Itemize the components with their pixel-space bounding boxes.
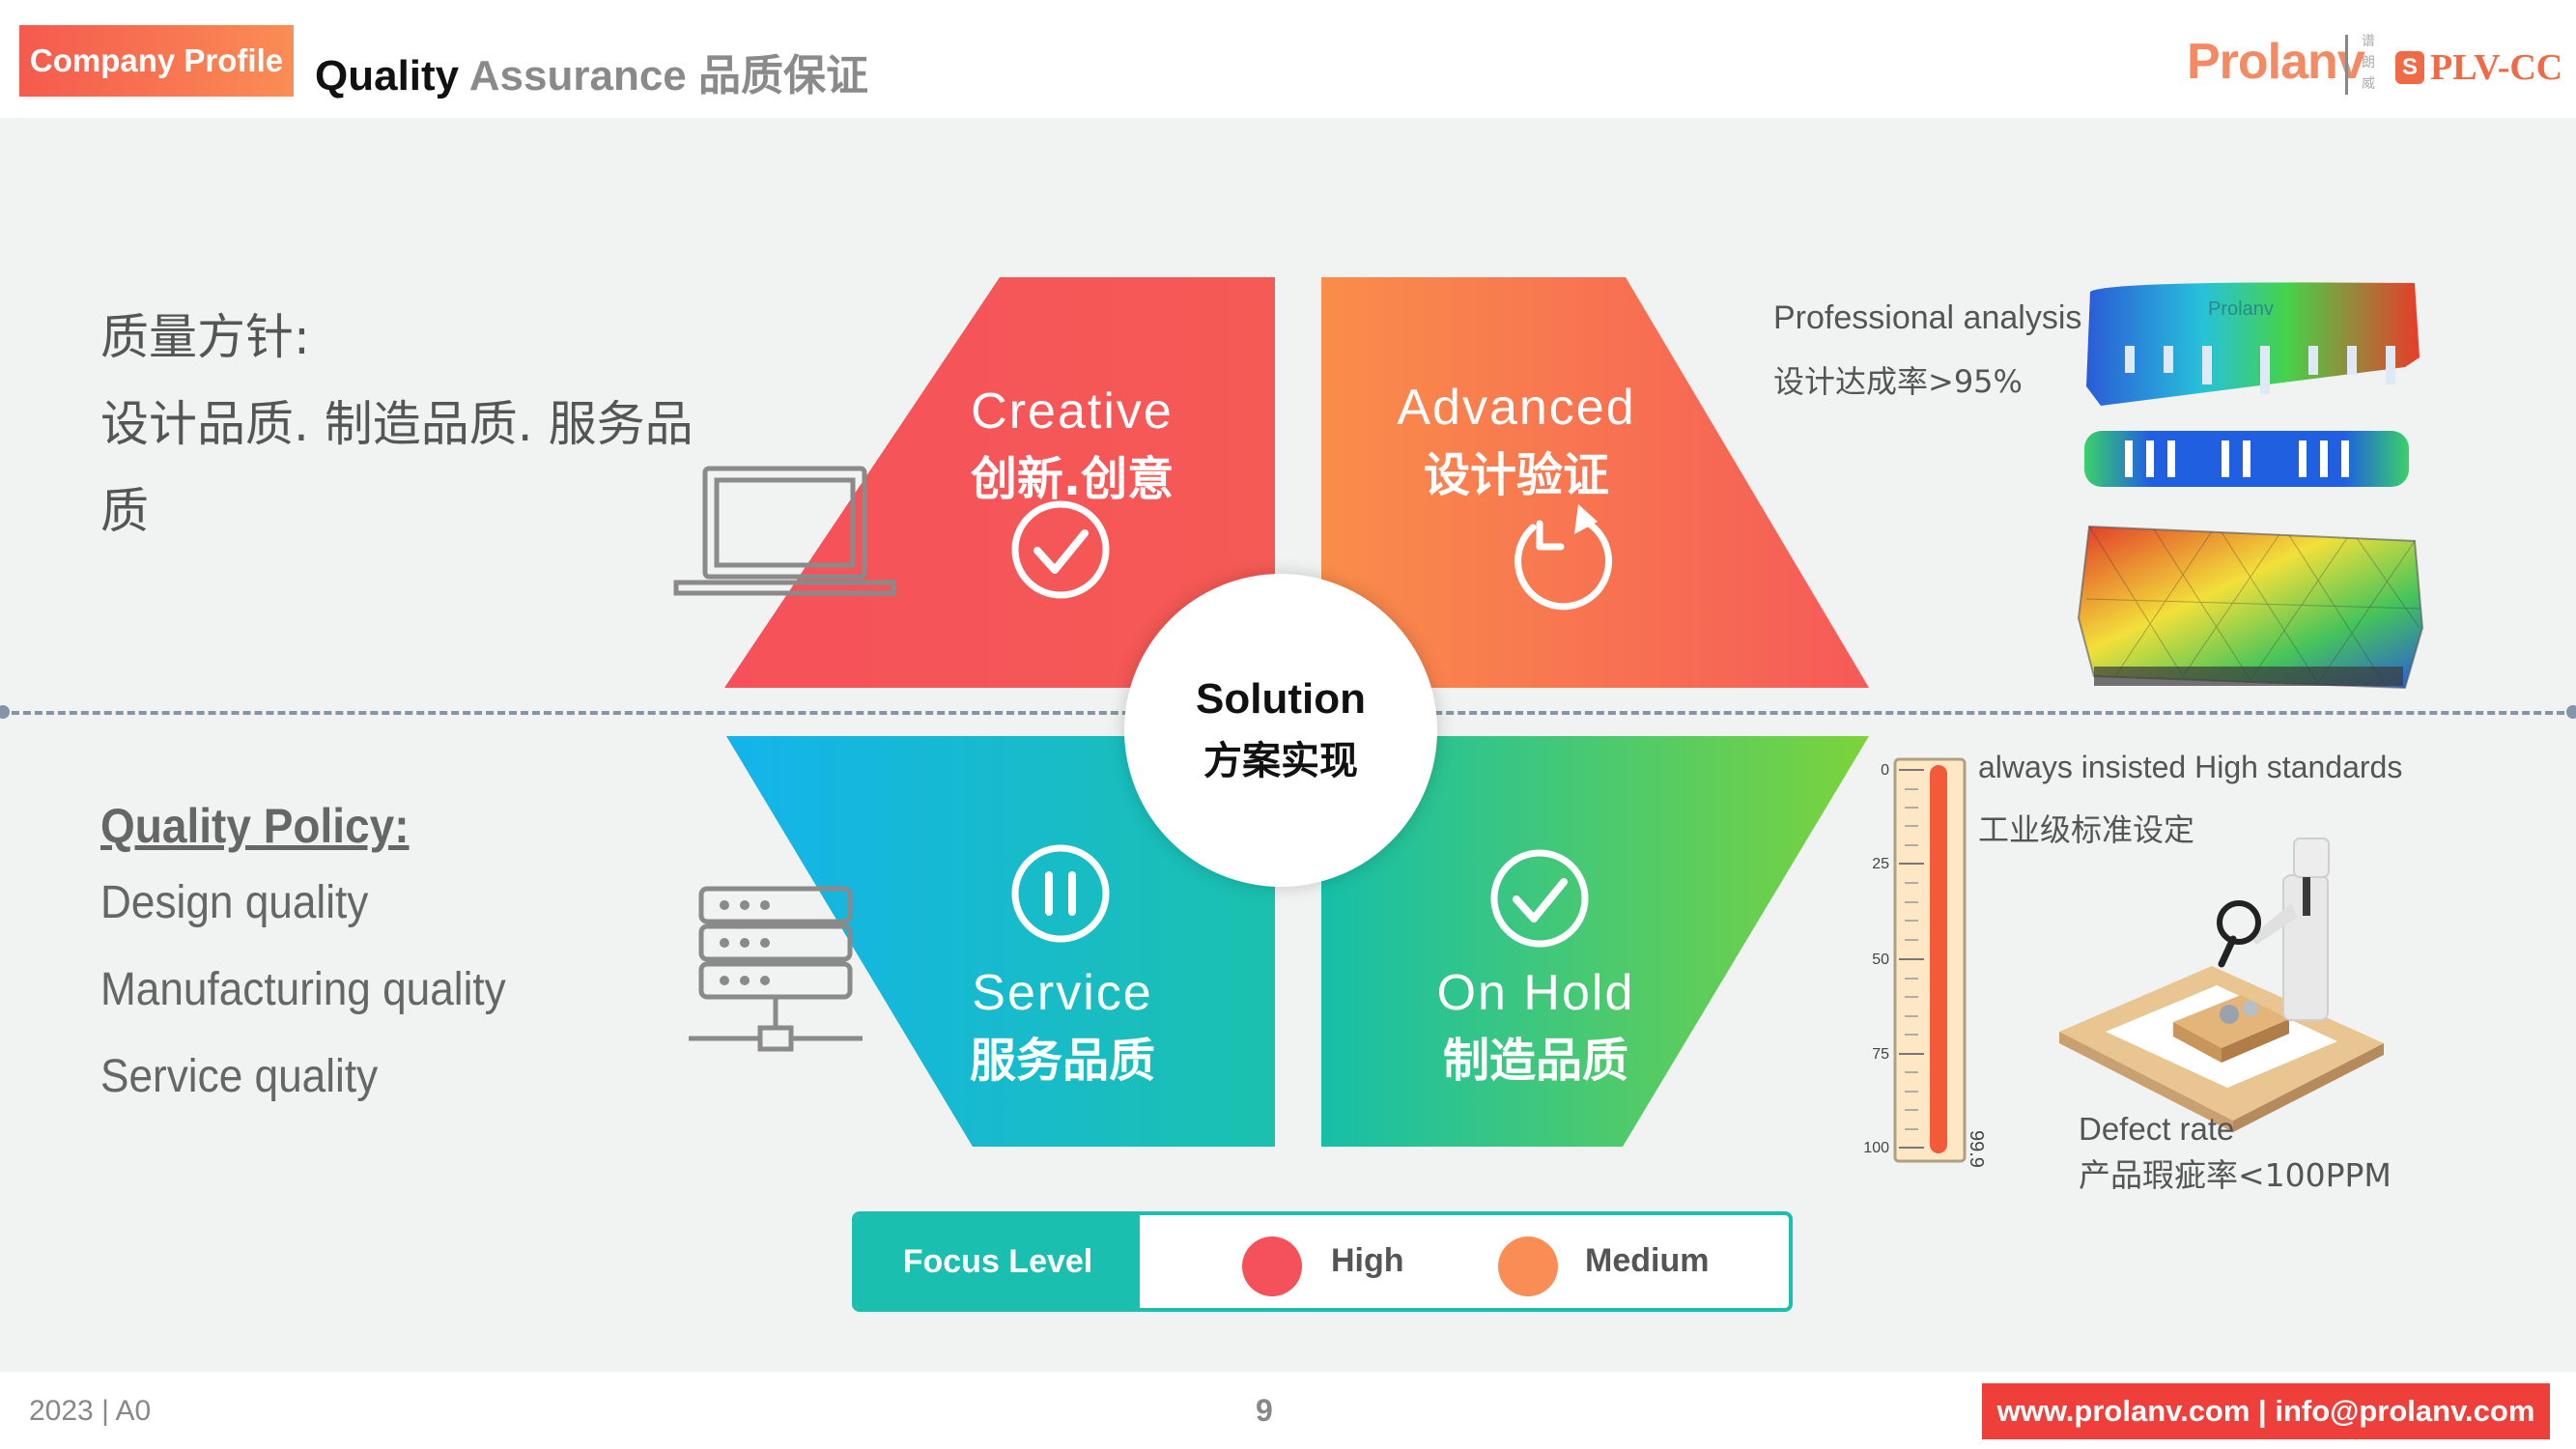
gauge-value: 99.9 bbox=[1966, 1130, 1987, 1168]
solution-label-cn: 方案实现 bbox=[1203, 739, 1358, 783]
policy-item-manufacturing: Manufacturing quality bbox=[100, 964, 506, 1015]
en-policy-heading: Quality Policy: bbox=[100, 799, 410, 853]
creative-label-cn: 创新.创意 bbox=[970, 452, 1175, 506]
cn-quality-policy: 质量方针: 设计品质. 制造品质. 服务品质 bbox=[100, 294, 719, 554]
solution-label-en: Solution bbox=[1196, 675, 1366, 723]
gauge-tick-50: 50 bbox=[1872, 952, 1889, 968]
check-circle-icon bbox=[1490, 849, 1589, 948]
cn-policy-heading: 质量方针: bbox=[100, 309, 310, 365]
creative-label: Creative 创新.创意 bbox=[922, 383, 1222, 508]
check-circle-icon bbox=[1011, 500, 1110, 599]
focus-level-legend: Focus Level High Medium bbox=[852, 1211, 1793, 1312]
pause-circle-icon bbox=[1011, 844, 1110, 943]
fea-render-bottom bbox=[2077, 525, 2424, 690]
standards-title: always insisted High standards bbox=[1978, 750, 2403, 784]
fea-render-middle bbox=[2084, 431, 2409, 487]
clock-refresh-icon bbox=[1514, 504, 1613, 611]
on-hold-label-en: On Hold bbox=[1436, 965, 1635, 1021]
cn-policy-text: 设计品质. 制造品质. 服务品质 bbox=[100, 396, 694, 539]
defect-rate-title: Defect rate bbox=[2079, 1111, 2235, 1147]
advanced-label-cn: 设计验证 bbox=[1423, 448, 1609, 502]
footer-bar: 2023 | A0 9 www.prolanv.com | info@prola… bbox=[0, 1372, 2576, 1449]
on-hold-label-cn: 制造品质 bbox=[1442, 1034, 1628, 1088]
title-assurance: Assurance bbox=[468, 52, 687, 99]
solution-circle: Solution 方案实现 bbox=[1124, 574, 1437, 887]
render-watermark: Prolanv bbox=[2208, 298, 2274, 320]
on-hold-label: On Hold 制造品质 bbox=[1381, 964, 1690, 1090]
quadrant-creative bbox=[724, 277, 1275, 688]
quality-inspection-illustration bbox=[2059, 838, 2384, 1132]
legend-swatch-high bbox=[1242, 1236, 1302, 1296]
logo-separator bbox=[2345, 35, 2348, 95]
divider-dot-right bbox=[2566, 705, 2576, 719]
laptop-icon bbox=[673, 466, 896, 596]
fea-render-top: Prolanv bbox=[2086, 282, 2420, 406]
server-icon bbox=[689, 886, 863, 1052]
policy-item-service: Service quality bbox=[100, 1051, 379, 1102]
quadrant-advanced bbox=[1321, 277, 1869, 688]
page-title: Quality Assurance 品质保证 bbox=[315, 41, 868, 102]
gauge-tick-25: 25 bbox=[1872, 856, 1889, 872]
plv-logo-mark-icon: S bbox=[2395, 51, 2424, 84]
legend-label-medium: Medium bbox=[1585, 1242, 1710, 1279]
legend-label-high: High bbox=[1331, 1242, 1404, 1279]
gauge-tick-75: 75 bbox=[1872, 1046, 1889, 1063]
company-profile-badge: Company Profile bbox=[19, 25, 294, 97]
title-quality: Quality bbox=[315, 52, 460, 99]
quadrant-on-hold bbox=[1321, 736, 1869, 1147]
standards-cn: 工业级标准设定 bbox=[1978, 811, 2195, 848]
legend-swatch-medium bbox=[1498, 1236, 1558, 1296]
gauge-tick-100: 100 bbox=[1863, 1140, 1889, 1156]
thermometer-gauge: 0 25 50 75 100 99.9 bbox=[1863, 757, 1987, 1168]
prolanv-logo: Prolanv bbox=[2187, 34, 2365, 90]
title-cn: 品质保证 bbox=[698, 51, 868, 100]
server-led-dots bbox=[720, 900, 770, 985]
legend-title: Focus Level bbox=[856, 1215, 1140, 1308]
service-label: Service 服务品质 bbox=[913, 964, 1212, 1090]
contact-link[interactable]: www.prolanv.com | info@prolanv.com bbox=[1982, 1383, 2550, 1439]
header-bar: Company Profile Quality Assurance 品质保证 P… bbox=[0, 0, 2576, 118]
advanced-label-en: Advanced bbox=[1397, 380, 1636, 436]
prolanv-cn-logo: 谱朗威 bbox=[2362, 34, 2375, 92]
divider-dot-left bbox=[0, 705, 10, 719]
footer-year: 2023 | A0 bbox=[29, 1395, 152, 1427]
defect-rate-value: 产品瑕疵率<100PPM bbox=[2079, 1156, 2392, 1194]
page-number: 9 bbox=[1256, 1393, 1273, 1428]
advanced-label: Advanced 设计验证 bbox=[1362, 379, 1671, 504]
analysis-rate: 设计达成率>95% bbox=[1773, 363, 2023, 400]
service-label-en: Service bbox=[972, 965, 1153, 1021]
plv-cc-logo: S PLV-CC bbox=[2395, 46, 2562, 89]
plv-logo-text: PLV-CC bbox=[2430, 47, 2563, 88]
creative-label-en: Creative bbox=[971, 384, 1174, 440]
policy-item-design: Design quality bbox=[100, 877, 369, 928]
quadrant-service bbox=[726, 736, 1275, 1147]
service-label-cn: 服务品质 bbox=[969, 1034, 1155, 1088]
gauge-tick-0: 0 bbox=[1881, 762, 1889, 779]
analysis-title: Professional analysis bbox=[1773, 299, 2082, 336]
en-quality-policy: Quality Policy: Design quality Manufactu… bbox=[100, 792, 719, 1121]
